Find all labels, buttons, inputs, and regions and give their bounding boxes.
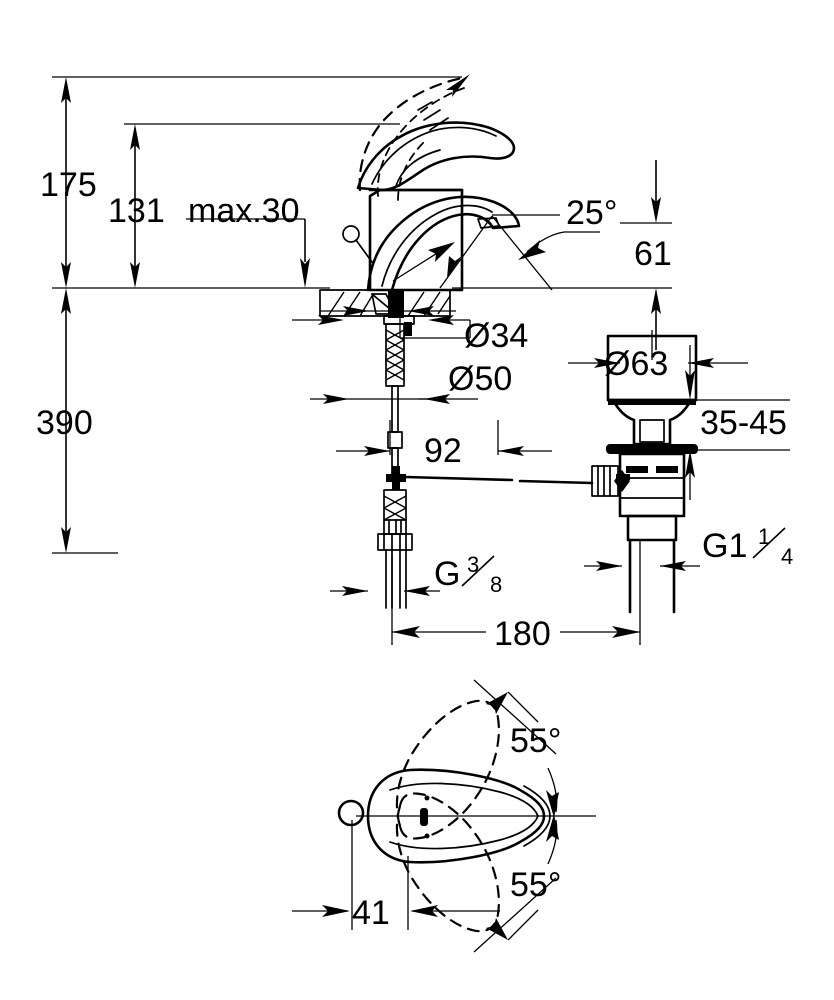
dim-waste-thread: G1 1 4 bbox=[584, 524, 793, 571]
dim-g114-g: G1 bbox=[702, 527, 747, 565]
countertop-hatching bbox=[327, 291, 451, 317]
body-leader-arrow bbox=[392, 242, 455, 282]
thread-hatching bbox=[385, 329, 405, 381]
handle-plan-outline bbox=[337, 768, 551, 864]
dim-max30-label: max.30 bbox=[188, 192, 300, 230]
dim-41-label: 41 bbox=[352, 894, 390, 932]
dim-rod-spacing: 92 bbox=[336, 432, 552, 470]
dim-g38-den: 8 bbox=[490, 572, 502, 597]
dim-waste-thickness: 35-45 bbox=[685, 345, 790, 500]
dim-g38-g: G bbox=[434, 555, 460, 593]
dim-g114-den: 4 bbox=[781, 544, 793, 569]
dim-92-label: 92 bbox=[424, 432, 462, 470]
dim-height-total: 175 bbox=[40, 77, 97, 288]
dim-height-below: 390 bbox=[36, 288, 93, 553]
dim-d34-label: Ø34 bbox=[464, 317, 528, 355]
dim-swing-down: 55° bbox=[473, 814, 561, 953]
dim-overall-depth: 180 bbox=[391, 540, 641, 653]
dim-cover-plate-dia: Ø34 bbox=[320, 306, 528, 355]
dim-g114-num: 1 bbox=[758, 524, 770, 549]
dim-countertop-max: max.30 bbox=[188, 192, 310, 288]
dim-swing-up: 55° bbox=[473, 679, 561, 818]
dim-supply-thread: G 3 8 bbox=[330, 552, 502, 597]
dim-175-label: 175 bbox=[40, 166, 97, 204]
front-elevation-view: 175 131 max.30 390 bbox=[36, 74, 793, 653]
dim-390-label: 390 bbox=[36, 404, 93, 442]
ball-rod-nut bbox=[591, 465, 630, 497]
extension-lines bbox=[52, 76, 672, 554]
dim-25deg-label: 25° bbox=[566, 194, 617, 232]
faucet-spout-handle bbox=[342, 74, 521, 292]
lift-rod-pivot bbox=[386, 466, 406, 490]
handle-rotated-up bbox=[395, 699, 500, 840]
supply-thread-block bbox=[377, 489, 413, 609]
dim-height-spout: 131 bbox=[108, 124, 165, 288]
dim-d63-label: Ø63 bbox=[604, 345, 668, 383]
dim-55deg-up-label: 55° bbox=[510, 722, 561, 760]
dim-spout-projection: 61 bbox=[634, 160, 672, 350]
dim-spout-angle: 25° bbox=[492, 194, 617, 260]
dim-55deg-down-label: 55° bbox=[510, 866, 561, 904]
dim-g38-num: 3 bbox=[467, 552, 479, 577]
supply-thread-hatching bbox=[383, 495, 407, 521]
top-plan-view: 55° 55° bbox=[292, 679, 596, 953]
dim-shank-dia: Ø50 bbox=[310, 360, 512, 404]
pop-up-connecting-rod bbox=[404, 475, 594, 485]
dim-d50-label: Ø50 bbox=[448, 360, 512, 398]
handle-rotated-down bbox=[395, 792, 500, 933]
pop-up-waste-assembly bbox=[591, 330, 698, 614]
dim-131-label: 131 bbox=[108, 192, 165, 230]
dim-handle-width: 41 bbox=[292, 820, 500, 932]
dim-61-label: 61 bbox=[634, 235, 672, 273]
dim-3545-label: 35-45 bbox=[700, 404, 787, 442]
dim-180-label: 180 bbox=[494, 615, 551, 653]
dim-waste-flange-dia: Ø63 bbox=[568, 345, 748, 383]
